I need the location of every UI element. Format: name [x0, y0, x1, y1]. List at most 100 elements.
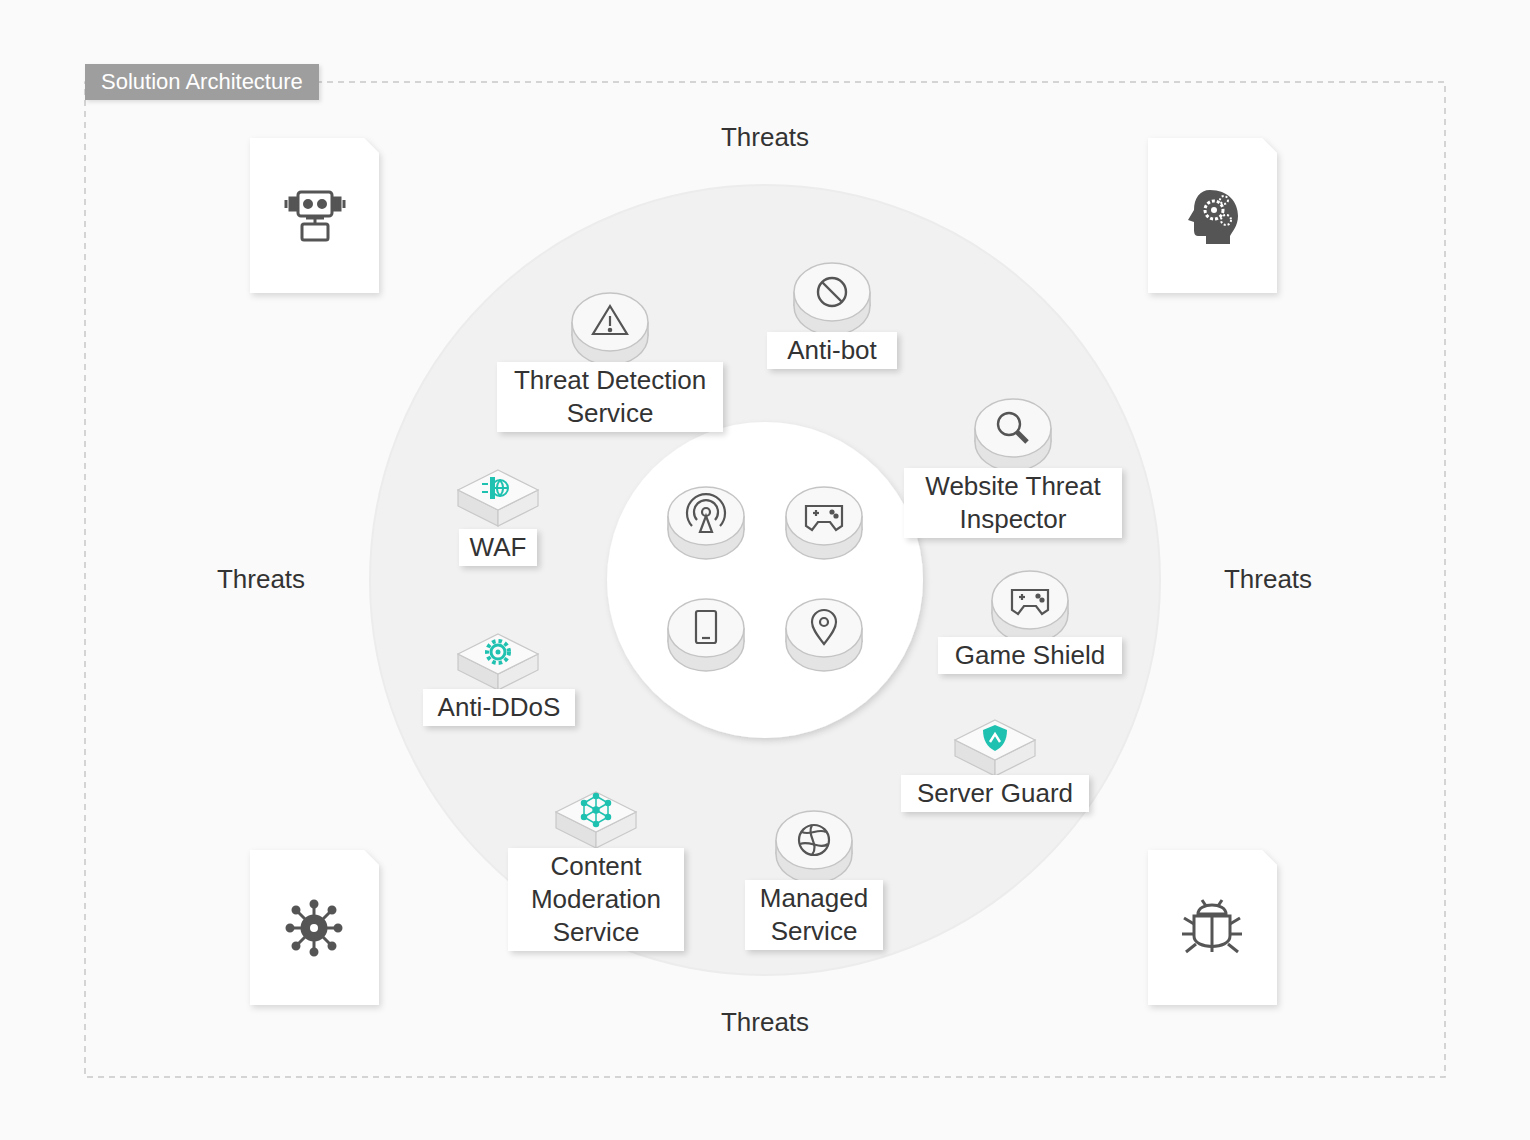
illustration-part — [1230, 933, 1242, 936]
illustration-part — [1012, 590, 1048, 614]
illustration-part — [1202, 900, 1206, 906]
illustration-part — [290, 198, 296, 210]
illustration-part — [1184, 918, 1194, 924]
illustration-part — [1186, 944, 1196, 952]
ddos-icon — [458, 634, 538, 690]
service-box: WAF — [459, 529, 537, 566]
illustration-part — [992, 571, 1068, 643]
inner-circle — [607, 422, 923, 738]
illustration-part — [343, 200, 346, 208]
illustration-part — [668, 487, 744, 559]
gamepad-icon — [786, 487, 862, 559]
service-box: Anti-DDoS — [423, 689, 575, 726]
illustration-part — [250, 850, 379, 1005]
illustration-part — [1012, 590, 1048, 614]
illustration-part — [306, 217, 324, 220]
illustration-part — [786, 599, 862, 671]
illustration-part — [1205, 201, 1223, 219]
illustration-part — [799, 825, 829, 855]
illustration-part — [311, 949, 317, 955]
illustration-part — [668, 599, 744, 671]
illustration-part — [820, 618, 828, 626]
illustration-part — [1017, 432, 1027, 442]
illustration-part — [584, 803, 608, 817]
illustration-part — [491, 645, 505, 659]
illustration-part — [702, 637, 710, 639]
illustration-part — [990, 734, 1000, 742]
illustration-part — [497, 480, 503, 496]
service-box: Managed Service — [745, 880, 883, 950]
illustration-part — [293, 943, 299, 949]
illustration-part — [806, 506, 842, 530]
illustration-part — [487, 641, 509, 663]
illustration-part — [334, 198, 340, 210]
illustration-part — [302, 224, 328, 240]
service-name: Content Moderation Service — [516, 850, 676, 949]
illustration-part — [458, 634, 538, 690]
illustration-part — [1148, 850, 1277, 1005]
illustration-part — [311, 901, 317, 907]
globe-icon — [776, 811, 852, 883]
illustration-part — [1148, 138, 1277, 293]
service-name: Website Threat Inspector — [912, 470, 1114, 536]
service-name: Threat Detection Service — [505, 364, 715, 430]
waf-icon — [458, 470, 538, 526]
illustration-part — [1220, 196, 1228, 204]
service-name: WAF — [467, 531, 529, 564]
illustration-part — [496, 650, 501, 655]
broadcast-icon — [668, 487, 744, 559]
illustration-part — [582, 794, 611, 827]
threat-label: Threats — [721, 122, 809, 152]
illustration-part — [975, 399, 1051, 471]
illustration-part — [329, 943, 335, 949]
illustration-part — [687, 494, 725, 532]
illustration-part — [305, 201, 312, 208]
illustration-part — [287, 925, 293, 931]
block-icon — [794, 263, 870, 335]
illustration-part — [1198, 905, 1226, 914]
service-name: Server Guard — [909, 777, 1081, 810]
illustration-part — [584, 796, 608, 824]
illustration-part — [609, 316, 611, 326]
illustration-part — [815, 510, 817, 516]
illustration-part — [776, 811, 852, 883]
illustration-part — [458, 470, 538, 526]
illustration-part — [1211, 916, 1214, 952]
illustration-part — [806, 506, 842, 530]
robot-card — [250, 138, 379, 293]
bug-card — [1148, 850, 1277, 1005]
phone-icon — [668, 599, 744, 671]
illustration-part — [1021, 594, 1023, 600]
illustration-part — [286, 192, 344, 240]
search-icon — [975, 399, 1051, 471]
illustration-part — [1182, 900, 1242, 952]
illustration-part — [310, 924, 318, 932]
illustration-part — [572, 293, 648, 365]
illustration-part — [696, 611, 716, 643]
network-icon — [556, 792, 636, 848]
illustration-part — [687, 494, 725, 526]
illustration-part — [1037, 595, 1040, 598]
illustration-part — [1211, 207, 1217, 213]
illustration-part — [696, 611, 716, 643]
illustration-part — [998, 413, 1020, 435]
outer-ring — [370, 185, 1160, 975]
illustration-part — [298, 192, 332, 216]
illustration-part — [818, 278, 846, 306]
illustration-part — [584, 803, 608, 817]
illustration-part — [1230, 918, 1240, 924]
illustration-part — [700, 516, 712, 532]
illustration-part — [287, 901, 341, 955]
illustration-part — [1228, 944, 1238, 952]
illustration-part — [593, 807, 599, 813]
illustration-part — [1041, 599, 1044, 602]
illustration-part — [983, 725, 1007, 751]
dashed-frame — [85, 82, 1445, 1077]
threat-label: Threats — [217, 564, 305, 594]
illustration-part — [487, 641, 509, 663]
service-box: Server Guard — [901, 775, 1089, 812]
threat-label: Threats — [721, 1007, 809, 1037]
illustration-part — [1188, 190, 1238, 244]
illustration-part — [319, 201, 326, 208]
